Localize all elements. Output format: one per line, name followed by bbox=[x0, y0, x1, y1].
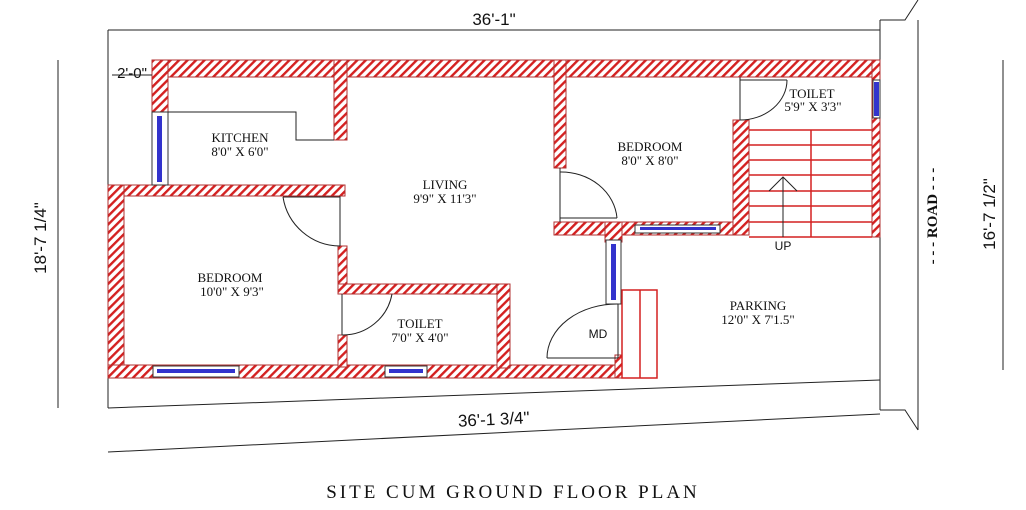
room-size-toilet-2: 5'9" X 3'3" bbox=[784, 99, 841, 114]
dimension-right: 16'-7 1/2" bbox=[980, 178, 999, 250]
dimension-left: 18'-7 1/4" bbox=[31, 202, 50, 274]
dimension-top: 36'-1" bbox=[472, 10, 515, 29]
room-name-bedroom-2: BEDROOM bbox=[617, 139, 682, 154]
room-name-kitchen: KITCHEN bbox=[211, 130, 269, 145]
walls bbox=[107, 59, 881, 379]
room-size-parking: 12'0" X 7'1.5" bbox=[721, 312, 794, 327]
dimension-bottom: 36'-1 3/4" bbox=[457, 408, 530, 430]
room-name-toilet-1: TOILET bbox=[397, 316, 442, 331]
room-name-bedroom-1: BEDROOM bbox=[197, 270, 262, 285]
room-name-living: LIVING bbox=[423, 177, 468, 192]
dimension-lines bbox=[57, 29, 1004, 453]
room-size-kitchen: 8'0" X 6'0" bbox=[211, 144, 268, 159]
room-size-bedroom-2: 8'0" X 8'0" bbox=[621, 153, 678, 168]
room-name-toilet-2: TOILET bbox=[789, 86, 834, 101]
road-label: - - - ROAD - - - bbox=[925, 168, 941, 265]
room-size-bedroom-1: 10'0" X 9'3" bbox=[200, 284, 264, 299]
staircase[interactable] bbox=[749, 129, 872, 238]
main-door-label: MD bbox=[589, 327, 608, 341]
room-name-parking: PARKING bbox=[730, 298, 787, 313]
doors bbox=[168, 77, 788, 359]
stairs-up-label: UP bbox=[775, 239, 792, 253]
plan-title: SITE CUM GROUND FLOOR PLAN bbox=[326, 482, 700, 503]
dimension-setback: 2'-0" bbox=[117, 65, 147, 82]
windows bbox=[151, 79, 881, 378]
entrance-steps bbox=[621, 289, 658, 379]
room-size-toilet-1: 7'0" X 4'0" bbox=[391, 330, 448, 345]
room-size-living: 9'9" X 11'3" bbox=[413, 191, 476, 206]
